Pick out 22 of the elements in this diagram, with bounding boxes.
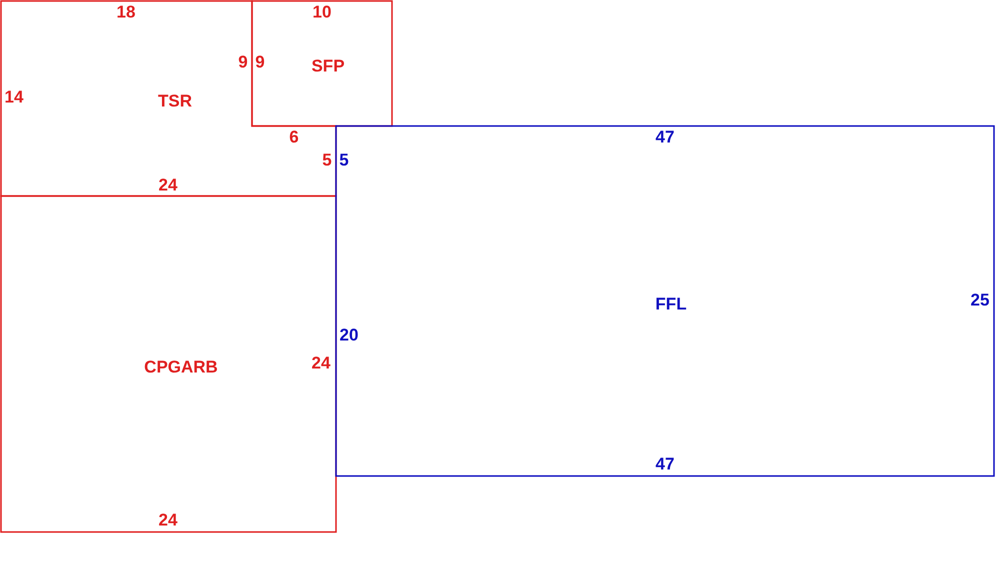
dimension-label: 9 (238, 54, 248, 70)
dimension-label: 25 (970, 292, 990, 308)
room-outline (336, 126, 994, 476)
room-name: SFP (311, 58, 345, 74)
dimension-label: 9 (255, 54, 265, 70)
dimension-label: 20 (340, 326, 358, 344)
dimension-label: 14 (4, 88, 24, 106)
dimension-label: 47 (656, 128, 674, 146)
dimension-label: 6 (289, 128, 299, 146)
room-outline (1, 196, 336, 532)
dimension-label: 5 (339, 152, 349, 168)
dimension-label: 24 (158, 512, 178, 528)
dimension-label: 24 (312, 354, 330, 372)
dimension-label: 10 (312, 4, 332, 20)
dimension-label: 5 (322, 152, 332, 168)
room-name: TSR (158, 92, 192, 110)
room-name: CPGARB (144, 358, 218, 376)
dimension-label: 47 (656, 456, 674, 472)
dimension-label: 24 (158, 176, 178, 194)
room-name: FFL (655, 296, 687, 312)
dimension-label: 18 (116, 4, 136, 20)
room-outline (252, 1, 392, 126)
